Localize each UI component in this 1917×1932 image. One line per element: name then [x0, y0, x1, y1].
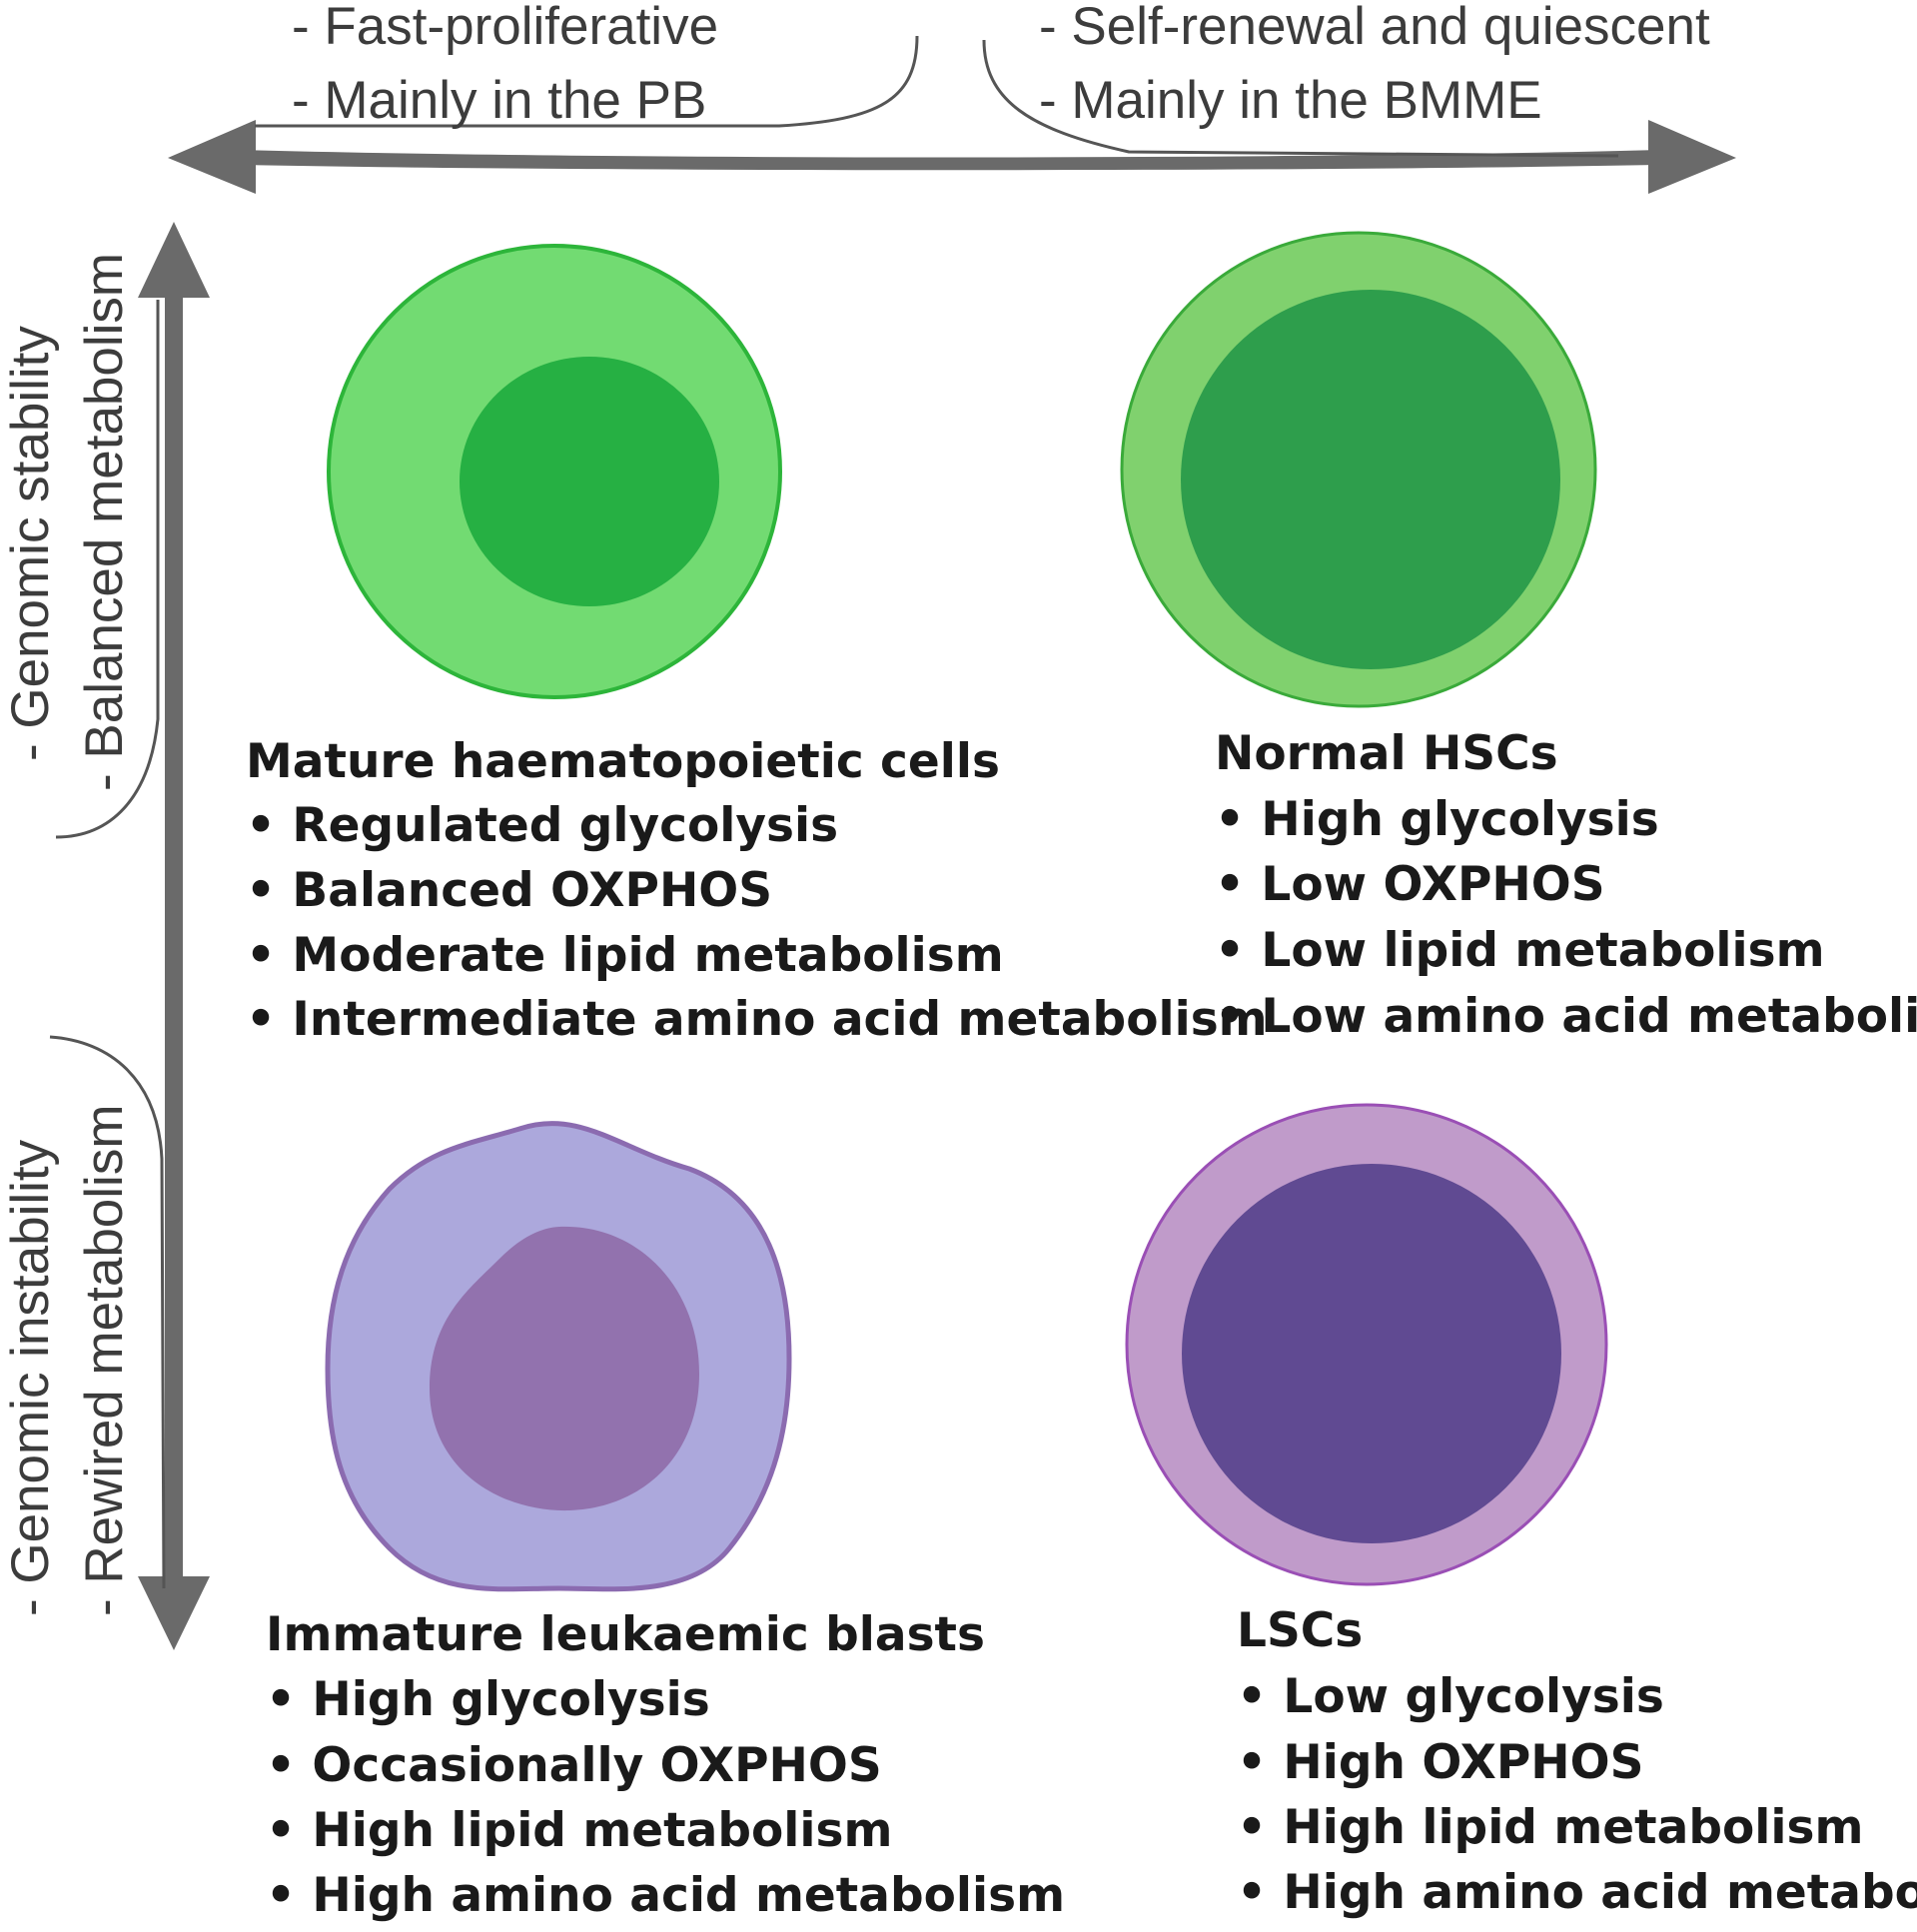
hsc-cell-illustration: [1120, 231, 1597, 708]
mature-cell-item: • Moderate lipid metabolism: [246, 928, 1004, 983]
top-left-note-2: - Mainly in the PB: [292, 71, 706, 130]
lsc-cell-item: • High lipid metabolism: [1237, 1800, 1863, 1855]
blast-cell-text: Immature leukaemic blasts • High glycoly…: [266, 1607, 1065, 1923]
right-arrowhead: [1648, 120, 1736, 194]
horizontal-double-arrow: [168, 120, 1736, 194]
hsc-cell-text: Normal HSCs • High glycolysis • Low OXPH…: [1215, 726, 1917, 1044]
hsc-cell-nucleus: [1181, 290, 1560, 669]
left-lower-note-2: - Rewired metabolism: [75, 1105, 134, 1616]
up-arrowhead: [138, 222, 210, 298]
left-upper-note-2: - Balanced metabolism: [75, 253, 134, 791]
mature-cell-item: • Regulated glycolysis: [246, 798, 838, 853]
blast-cell-nucleus: [430, 1226, 699, 1511]
lsc-cell-item: • Low glycolysis: [1237, 1669, 1664, 1724]
hsc-cell-item: • Low lipid metabolism: [1215, 923, 1825, 978]
mature-cell-text: Mature haematopoietic cells • Regulated …: [246, 734, 1268, 1047]
hsc-cell-item: • Low OXPHOS: [1215, 857, 1605, 912]
top-right-note-1: - Self-renewal and quiescent: [1039, 0, 1710, 56]
lsc-cell-title: LSCs: [1237, 1603, 1363, 1658]
lsc-cell-item: • High OXPHOS: [1237, 1735, 1643, 1790]
blast-cell-item: • High glycolysis: [266, 1672, 710, 1727]
blast-cell-illustration: [325, 1121, 792, 1592]
left-upper-note-1: - Genomic stability: [1, 326, 60, 761]
top-right-note-2: - Mainly in the BMME: [1039, 71, 1542, 130]
mature-cell-item: • Intermediate amino acid metabolism: [246, 992, 1268, 1047]
top-left-note-1: - Fast-proliferative: [292, 0, 718, 56]
blast-cell-title: Immature leukaemic blasts: [266, 1607, 985, 1662]
hsc-cell-title: Normal HSCs: [1215, 726, 1558, 781]
mature-cell-title: Mature haematopoietic cells: [246, 734, 1000, 789]
lsc-cell-illustration: [1125, 1103, 1608, 1586]
down-arrowhead: [138, 1576, 210, 1650]
left-arrowhead: [168, 120, 256, 194]
left-lower-note-1: - Genomic instability: [1, 1139, 60, 1616]
vertical-double-arrow: [138, 222, 210, 1650]
left-upper-brace: [55, 300, 160, 839]
horizontal-arrow-shaft: [240, 150, 1658, 171]
top-left-brace: [255, 35, 919, 128]
mature-cell-item: • Balanced OXPHOS: [246, 863, 772, 918]
lsc-cell-text: LSCs • Low glycolysis • High OXPHOS • Hi…: [1237, 1603, 1917, 1920]
vertical-arrow-shaft: [165, 290, 183, 1588]
lsc-cell-nucleus: [1182, 1164, 1561, 1543]
left-lower-brace: [49, 1035, 166, 1589]
mature-cell-nucleus: [460, 357, 719, 606]
hsc-cell-item: • High glycolysis: [1215, 792, 1659, 847]
mature-cell-illustration: [327, 244, 782, 699]
blast-cell-item: • High amino acid metabolism: [266, 1868, 1065, 1923]
top-right-brace: [982, 39, 1619, 158]
blast-cell-item: • Occasionally OXPHOS: [266, 1738, 882, 1793]
blast-cell-item: • High lipid metabolism: [266, 1803, 892, 1858]
lsc-cell-item: • High amino acid metabolism: [1237, 1865, 1917, 1920]
hsc-cell-item: • Low amino acid metabolism: [1215, 989, 1917, 1044]
